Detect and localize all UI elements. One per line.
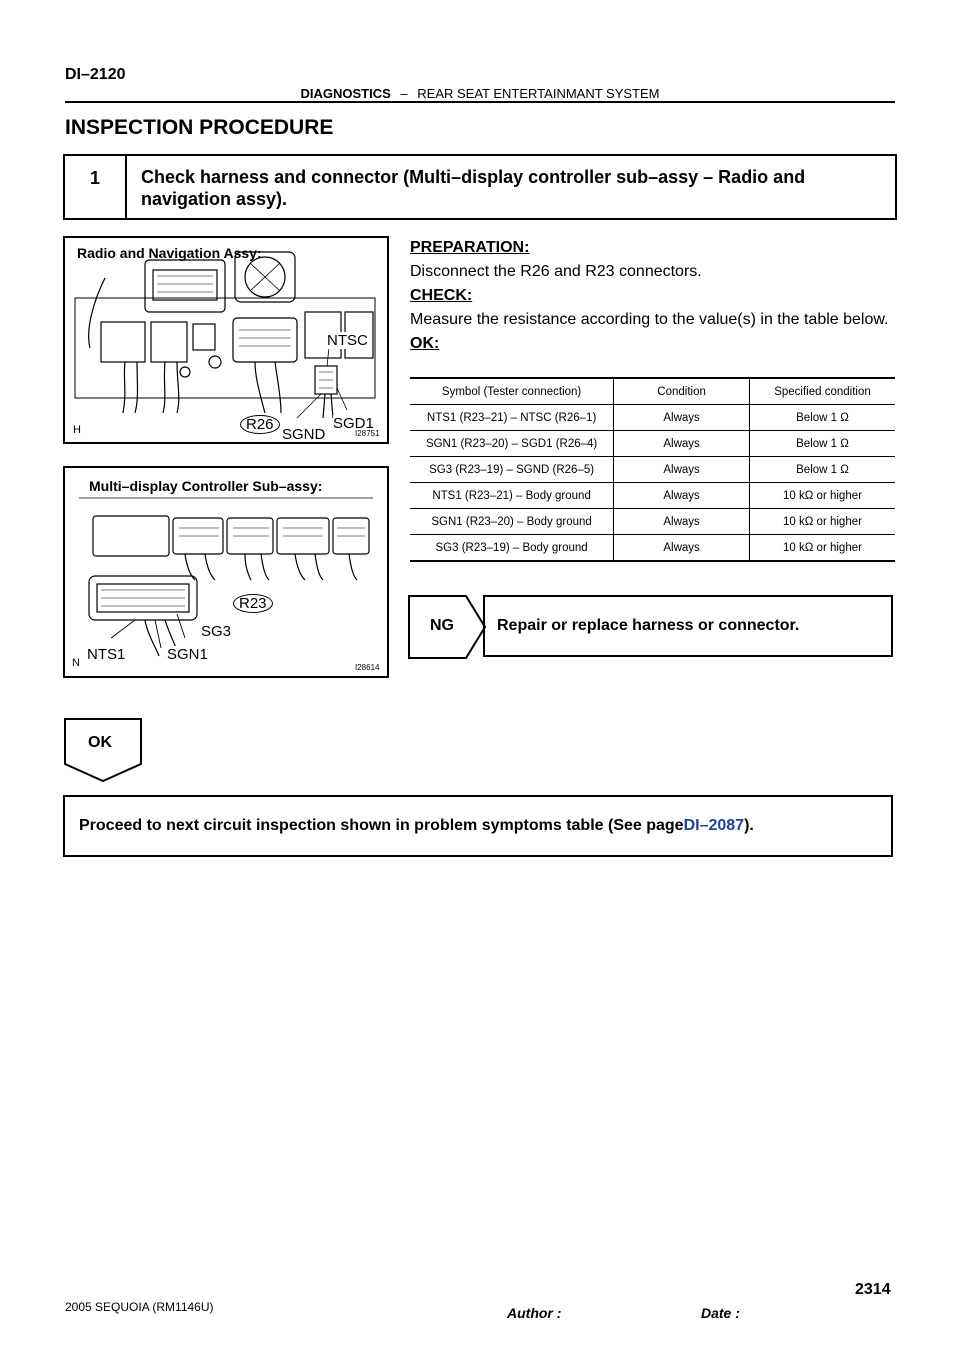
page-link[interactable]: DI–2087: [683, 817, 745, 834]
table-cell: Below 1 Ω: [748, 430, 895, 457]
step-text: Check harness and connector (Multi–displ…: [141, 167, 806, 209]
running-header: DIAGNOSTICS – REAR SEAT ENTERTAINMANT SY…: [65, 86, 895, 101]
next-step-text: Proceed to next circuit inspection shown…: [79, 817, 684, 834]
callout-sg3: SG3: [201, 623, 232, 640]
table-cell: Always: [613, 430, 750, 457]
figure-multi-display-controller: Multi–display Controller Sub–assy: R23 S…: [63, 466, 389, 678]
ng-label: NG: [430, 617, 454, 634]
table-header: Condition: [613, 377, 750, 405]
header-section: DIAGNOSTICS: [300, 86, 391, 101]
table-cell: 10 kΩ or higher: [748, 534, 895, 562]
table-cell: SG3 (R23–19) – Body ground: [410, 534, 614, 562]
callout-nts1: NTS1: [87, 646, 126, 663]
callout-sgnd: SGND: [282, 426, 326, 443]
ng-arrow-shape: [408, 595, 487, 659]
callout-r26: R26: [240, 415, 280, 434]
figure2-id: I28614: [355, 663, 380, 672]
table-cell: Always: [613, 508, 750, 535]
figure1-label: Radio and Navigation Assy:: [77, 245, 262, 261]
figure-radio-navigation: Radio and Navigation Assy: NTSC R26 SGND…: [63, 236, 389, 444]
figure1-id: I28751: [355, 429, 380, 438]
table-cell: NTS1 (R23–21) – NTSC (R26–1): [410, 404, 614, 431]
ok-arrow-shape: [64, 718, 142, 783]
figure2-label: Multi–display Controller Sub–assy:: [89, 478, 323, 494]
table-row: NTS1 (R23–21) – NTSC (R26–1) Always Belo…: [410, 404, 895, 431]
table-cell: SG3 (R23–19) – SGND (R26–5): [410, 456, 614, 483]
page-number: 2314: [855, 1281, 891, 1298]
preparation-heading: PREPARATION:: [410, 239, 530, 256]
callout-ntsc: NTSC: [327, 332, 368, 349]
table-cell: SGN1 (R23–20) – SGD1 (R26–4): [410, 430, 614, 457]
table-cell: Below 1 Ω: [748, 404, 895, 431]
table-cell: NTS1 (R23–21) – Body ground: [410, 482, 614, 509]
table-header-row: Symbol (Tester connection) Condition Spe…: [410, 377, 895, 405]
table-cell: 10 kΩ or higher: [748, 482, 895, 509]
ng-indicator: NG: [408, 595, 488, 664]
table-row: NTS1 (R23–21) – Body ground Always 10 kΩ…: [410, 482, 895, 509]
table-cell: 10 kΩ or higher: [748, 508, 895, 535]
footer-model: 2005 SEQUOIA (RM1146U): [65, 1300, 214, 1314]
table-cell: Always: [613, 482, 750, 509]
callout-sgn1: SGN1: [167, 646, 208, 663]
header-separator: –: [400, 86, 408, 101]
table-cell: SGN1 (R23–20) – Body ground: [410, 508, 614, 535]
callout-sgd1: SGD1: [333, 415, 374, 432]
table-header: Specified condition: [748, 377, 895, 405]
table-cell: Always: [613, 404, 750, 431]
step-box: 1 Check harness and connector (Multi–dis…: [63, 154, 897, 220]
check-text: Measure the resistance according to the …: [410, 311, 889, 328]
check-heading: CHECK:: [410, 287, 473, 304]
next-step-box: Proceed to next circuit inspection shown…: [63, 795, 893, 857]
header-rule: [65, 101, 895, 103]
callout-r23: R23: [233, 594, 273, 613]
header-subsection: REAR SEAT ENTERTAINMANT SYSTEM: [417, 86, 660, 101]
section-title: INSPECTION PROCEDURE: [65, 116, 334, 139]
table-row: SGN1 (R23–20) – Body ground Always 10 kΩ…: [410, 508, 895, 535]
step-number: 1: [65, 156, 127, 218]
ok-heading: OK:: [410, 335, 440, 352]
figure1-corner-mark: H: [73, 424, 81, 436]
page-code: DI–2120: [65, 66, 126, 83]
preparation-text: Disconnect the R26 and R23 connectors.: [410, 263, 702, 280]
figure2-corner-mark: N: [72, 657, 80, 669]
specification-table: Symbol (Tester connection) Condition Spe…: [410, 377, 895, 562]
table-cell: Always: [613, 534, 750, 562]
ng-action-box: Repair or replace harness or connector.: [483, 595, 893, 657]
footer-author: Author :: [507, 1305, 562, 1321]
radio-navigation-drawing: [74, 251, 376, 419]
table-cell: Always: [613, 456, 750, 483]
multi-display-controller-drawing: [79, 497, 373, 657]
ok-indicator: OK: [64, 718, 144, 787]
table-row: SG3 (R23–19) – Body ground Always 10 kΩ …: [410, 534, 895, 562]
instructions: PREPARATION: Disconnect the R26 and R23 …: [410, 236, 895, 356]
table-row: SGN1 (R23–20) – SGD1 (R26–4) Always Belo…: [410, 430, 895, 457]
table-cell: Below 1 Ω: [748, 456, 895, 483]
ok-label: OK: [88, 734, 112, 751]
table-row: SG3 (R23–19) – SGND (R26–5) Always Below…: [410, 456, 895, 483]
next-step-text-end: ).: [744, 817, 754, 834]
footer-date: Date :: [701, 1305, 740, 1321]
table-header: Symbol (Tester connection): [410, 377, 614, 405]
